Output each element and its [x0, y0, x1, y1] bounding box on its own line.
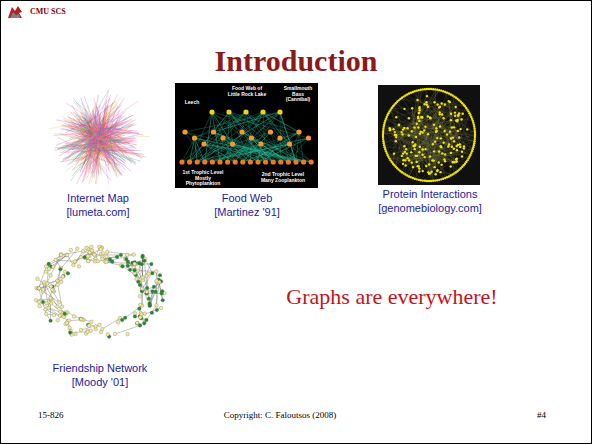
header-logo-text: CMU SCS: [30, 7, 66, 16]
copyright-note: Copyright: C. Faloutsos (2008): [224, 410, 337, 420]
cmu-logo: [7, 5, 24, 20]
image-caption: Protein Interactions: [383, 188, 478, 200]
image-caption: Internet Map: [67, 192, 129, 204]
image-inner-label: 2nd Trophic Level Many Zooplankton: [260, 172, 306, 183]
slide-title: Introduction: [215, 44, 378, 78]
image-source: [genomebiology.com]: [378, 202, 482, 214]
image-caption: Food Web: [222, 192, 273, 204]
image-inner-label: Leech: [182, 100, 202, 106]
food-web: [175, 83, 318, 188]
image-inner-label: Food Web of Little Rock Lake: [227, 86, 267, 97]
image-inner-label: Smallmouth Bass (Cannibal): [280, 86, 316, 103]
protein-network: [378, 85, 480, 185]
course-number: 15-826: [38, 410, 64, 420]
image-source: [Moody '01]: [72, 376, 129, 388]
slide-number: #4: [537, 410, 546, 420]
friendship-network: [34, 245, 166, 338]
image-inner-label: 1st Trophic Level Mostly Phytoplankton: [180, 170, 226, 187]
image-caption: Friendship Network: [53, 362, 148, 374]
image-source: [Martinez '91]: [214, 206, 280, 218]
slide-statement: Graphs are everywhere!: [286, 284, 497, 310]
image-source: [lumeta.com]: [67, 206, 130, 218]
internet-map: [49, 90, 150, 184]
